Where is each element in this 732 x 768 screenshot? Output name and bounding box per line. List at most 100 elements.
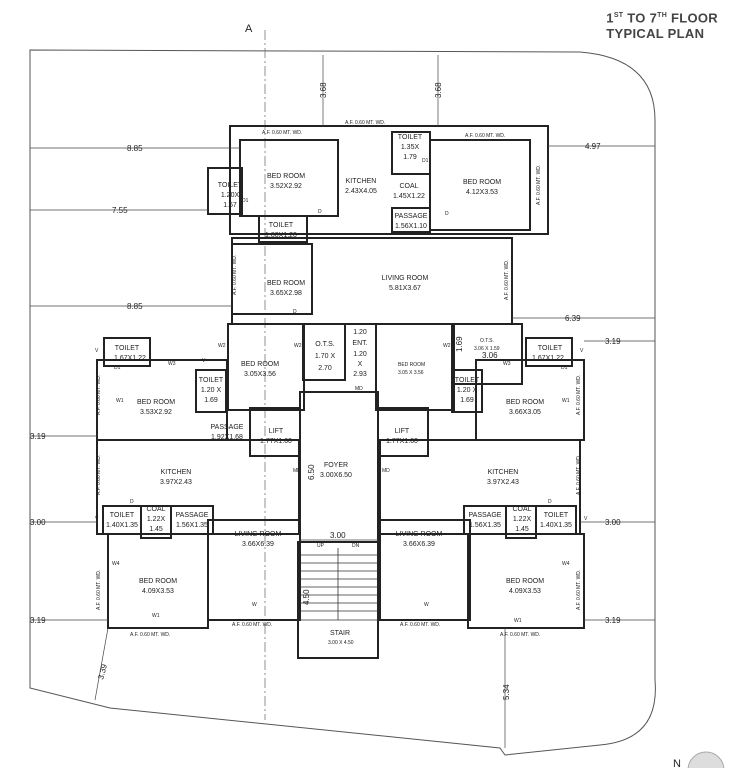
- door-label: D: [293, 309, 297, 315]
- room-label: ENT.: [352, 340, 367, 347]
- dim-label: 8.85: [127, 144, 143, 153]
- room-size: 4.09X3.53: [509, 588, 541, 595]
- room-label: KITCHEN: [161, 469, 192, 476]
- room-label: STAIR: [330, 630, 350, 637]
- door-label: D1: [561, 365, 568, 371]
- dim-label: 3.39: [96, 663, 109, 681]
- room-size: 3.65X2.98: [270, 290, 302, 297]
- site-boundary: [29, 49, 656, 756]
- window-label: W2: [443, 343, 451, 349]
- dim-label: 3.68: [434, 82, 443, 98]
- room-size: 1.79: [403, 154, 417, 161]
- room-size: 3.06 X 1.59: [474, 346, 500, 352]
- room-size: 1.20 X: [201, 387, 222, 394]
- window-label: W4: [112, 561, 120, 567]
- vent-label: V: [584, 516, 588, 522]
- door-label: D: [445, 211, 449, 217]
- window-label: W1: [116, 398, 124, 404]
- plan-title: 1ST TO 7TH FLOOR TYPICAL PLAN: [606, 10, 718, 42]
- room-size: 1.77X1.60: [260, 438, 292, 445]
- room-label: LIFT: [269, 428, 284, 435]
- dim-label: 6.50: [307, 464, 316, 480]
- window-label: W3: [168, 361, 176, 367]
- af-wd-label: A.F. 0.60 MT. WD.: [576, 375, 582, 415]
- af-wd-label: A.F. 0.60 MT. WD.: [345, 120, 385, 126]
- room-size: 1.67X1.22: [114, 355, 146, 362]
- window-label: W1: [152, 613, 160, 619]
- vent-label: V: [95, 516, 99, 522]
- room-size: 1.45X1.22: [393, 193, 425, 200]
- af-wd-label: A.F. 0.60 MT. WD.: [536, 165, 542, 205]
- af-wd-label: A.F. 0.60 MT. WD.: [96, 455, 102, 495]
- dim-label: 3.68: [319, 82, 328, 98]
- window-label: W1: [562, 398, 570, 404]
- room-size: 1.70 X: [315, 353, 336, 360]
- room-label: COAL: [512, 506, 531, 513]
- room-label: PASSAGE: [395, 213, 428, 220]
- room-size: 3.53X2.92: [140, 409, 172, 416]
- axis-a-label: A: [245, 23, 253, 35]
- stair-treads: [300, 548, 378, 621]
- north-label: N: [673, 758, 681, 768]
- stair-down-label: DN: [352, 543, 360, 549]
- dim-label: 8.85: [127, 302, 143, 311]
- dim-label: 4.97: [585, 142, 601, 151]
- room-label: LIFT: [395, 428, 410, 435]
- door-label: D: [130, 499, 134, 505]
- room-size: 3.66X3.05: [509, 409, 541, 416]
- dim-label: 3.19: [30, 616, 46, 625]
- door-label: D1: [242, 198, 249, 204]
- room-size: 1.22X: [513, 516, 532, 523]
- room-size: 4.09X3.53: [142, 588, 174, 595]
- room-size: 1.56X1.35: [176, 522, 208, 529]
- dim-label: 1.69: [455, 336, 464, 352]
- af-wd-label: A.F. 0.60 MT. WD.: [96, 375, 102, 415]
- room-size: 1.67X1.22: [532, 355, 564, 362]
- af-wd-label: A.F. 0.60 MT. WD.: [130, 632, 170, 638]
- dim-label: 3.00: [30, 518, 46, 527]
- room-label: COAL: [146, 506, 165, 513]
- window-label: W1: [514, 618, 522, 624]
- room-label: LIVING ROOM: [396, 531, 443, 538]
- room-label: BED ROOM: [241, 361, 279, 368]
- north-arrow: N: [673, 751, 725, 768]
- room-size: 3.00X6.50: [320, 472, 352, 479]
- room-label: BED ROOM: [267, 280, 305, 287]
- dim-label: 6.39: [565, 314, 581, 323]
- dim-label: 3.00: [330, 531, 346, 540]
- axis-a: A: [245, 23, 266, 720]
- dim-label: 7.55: [112, 206, 128, 215]
- af-wd-label: A.F. 0.60 MT. WD.: [400, 622, 440, 628]
- room-size: 1.56X1.35: [469, 522, 501, 529]
- af-wd-label: A.F. 0.60 MT. WD.: [576, 570, 582, 610]
- room-size: 3.97X2.43: [160, 479, 192, 486]
- room-label: LIVING ROOM: [235, 531, 282, 538]
- room-size: 1.67: [223, 202, 237, 209]
- dim-label: 3.19: [605, 616, 621, 625]
- window-label: W3: [503, 361, 511, 367]
- af-wd-label: A.F. 0.60 MT. WD.: [232, 622, 272, 628]
- room-size: 3.05 X 3.56: [398, 370, 424, 376]
- room-label: BED ROOM: [139, 578, 177, 585]
- room-size: 1.69: [460, 397, 474, 404]
- annotations: A.F. 0.60 MT. WD. A.F. 0.60 MT. WD. A.F.…: [95, 120, 588, 638]
- af-wd-label: A.F. 0.60 MT. WD.: [500, 632, 540, 638]
- room-size: 4.12X3.53: [466, 189, 498, 196]
- plan-subtitle: TYPICAL PLAN: [606, 26, 705, 42]
- door-label: D: [318, 209, 322, 215]
- room-size: 5.81X3.67: [389, 285, 421, 292]
- af-wd-label: A.F. 0.60 MT. WD.: [232, 255, 238, 295]
- room-size: 1.40X1.35: [106, 522, 138, 529]
- dim-label: 4.50: [302, 589, 311, 605]
- door-label: D1: [114, 365, 121, 371]
- main-door-label: MD: [382, 468, 390, 474]
- dim-label: 5.34: [502, 684, 511, 700]
- room-label: BED ROOM: [506, 578, 544, 585]
- room-label: TOILET: [398, 134, 423, 141]
- room-label: BED ROOM: [267, 173, 305, 180]
- room-label: COAL: [399, 183, 418, 190]
- room-size: 3.52X2.92: [270, 183, 302, 190]
- room-size: 1.20X: [221, 192, 240, 199]
- room-size: 1.20: [353, 329, 367, 336]
